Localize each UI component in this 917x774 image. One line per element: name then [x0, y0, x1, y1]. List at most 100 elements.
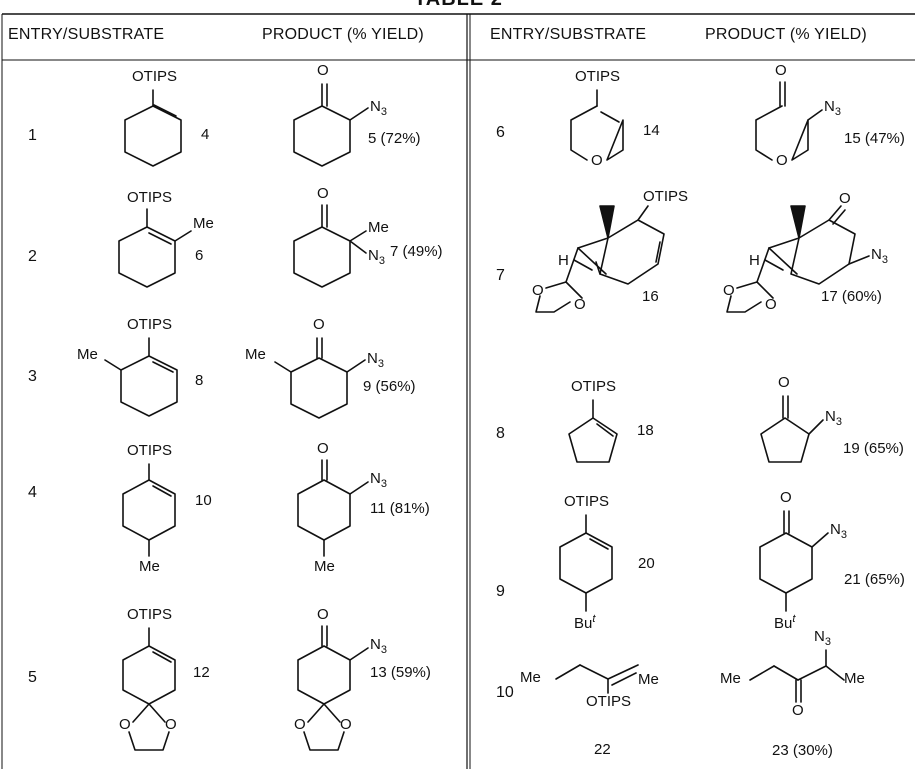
ketal-o-label: O — [119, 716, 131, 733]
ketal-o-label: O — [723, 282, 735, 299]
product-structure: N3 Me Me O 23 (30%) — [720, 624, 915, 769]
ketal-o-label: O — [574, 296, 586, 313]
methyl-label: Me — [245, 346, 266, 363]
carbonyl-o-label: O — [778, 374, 790, 391]
entry-number: 6 — [496, 124, 505, 141]
substrate-structure: Me Me OTIPS 22 — [520, 655, 710, 769]
tert-butyl-label: But — [574, 613, 596, 632]
product-label: 19 (65%) — [843, 440, 904, 457]
compound-number: 18 — [637, 422, 654, 439]
product-label: 15 (47%) — [844, 130, 905, 147]
otips-label: OTIPS — [132, 68, 178, 85]
compound-number: 8 — [195, 372, 204, 389]
substrate-structure: OTIPS O 14 — [545, 66, 685, 176]
entry-number: 3 — [28, 368, 37, 385]
entry-number: 2 — [28, 248, 37, 265]
entry-number: 1 — [28, 127, 37, 144]
ketal-o-label: O — [765, 296, 777, 313]
product-label: 23 (30%) — [772, 742, 833, 759]
product-label: 17 (60%) — [821, 288, 882, 305]
product-label: 11 (81%) — [370, 500, 430, 517]
azide-label: N3 — [825, 408, 842, 428]
azide-label: N3 — [814, 628, 831, 648]
product-structure: O N3 21 (65%) But — [740, 485, 915, 645]
substrate-structure: OTIPS 12 O O — [105, 604, 225, 769]
azide-label: N3 — [370, 636, 387, 656]
header-product-yield-right: PRODUCT (% YIELD) — [705, 26, 867, 43]
otips-label: OTIPS — [564, 493, 610, 510]
tert-butyl-label: But — [774, 613, 796, 632]
methyl-label: Me — [368, 219, 389, 236]
product-structure: O N3 13 (59%) O O — [280, 604, 460, 769]
methyl-label: Me — [314, 558, 335, 575]
methyl-label: Me — [520, 669, 541, 686]
otips-label: OTIPS — [127, 442, 173, 459]
entry-number: 9 — [496, 583, 505, 600]
hydrogen-label: H — [749, 252, 760, 269]
substrate-structure: OTIPS 4 — [105, 68, 225, 168]
azide-label: N3 — [370, 98, 387, 118]
substrate-structure: OTIPS 18 — [545, 376, 695, 476]
azide-label: N3 — [871, 246, 888, 266]
product-structure: O O N3 15 (47%) — [740, 60, 915, 178]
methyl-label: Me — [139, 558, 160, 575]
compound-number: 14 — [643, 122, 660, 139]
carbonyl-o-label: O — [780, 489, 792, 506]
entry-number: 7 — [496, 267, 505, 284]
carbonyl-o-label: O — [317, 606, 329, 623]
azide-label: N3 — [368, 247, 385, 267]
ring-o-label: O — [776, 152, 788, 169]
azide-label: N3 — [367, 350, 384, 370]
compound-number: 16 — [642, 288, 659, 305]
carbonyl-o-label: O — [317, 440, 329, 457]
compound-number: 12 — [193, 664, 210, 681]
product-label: 13 (59%) — [370, 664, 431, 681]
otips-label: OTIPS — [643, 188, 689, 205]
header-entry-substrate-left: ENTRY/SUBSTRATE — [8, 26, 165, 43]
entry-number: 10 — [496, 684, 514, 701]
carbonyl-o-label: O — [839, 190, 851, 207]
azide-label: N3 — [824, 98, 841, 118]
compound-number: 10 — [195, 492, 212, 509]
compound-number: 20 — [638, 555, 655, 572]
methyl-label: Me — [77, 346, 98, 363]
otips-label: OTIPS — [575, 68, 621, 85]
methyl-label: Me — [193, 215, 214, 232]
product-label: 5 (72%) — [368, 130, 421, 147]
carbonyl-o-label: O — [317, 185, 329, 202]
azide-label: N3 — [370, 470, 387, 490]
substrate-structure: OTIPS H O O 16 — [508, 178, 728, 318]
product-structure: O N3 19 (65%) — [745, 370, 915, 480]
substrate-structure: OTIPS Me 6 — [105, 185, 225, 295]
ketal-o-label: O — [165, 716, 177, 733]
carbonyl-o-label: O — [792, 702, 804, 719]
product-structure: O N3 5 (72%) — [280, 62, 450, 172]
azide-label: N3 — [830, 521, 847, 541]
otips-label: OTIPS — [571, 378, 617, 395]
methyl-label: Me — [844, 670, 865, 687]
ketal-o-label: O — [340, 716, 352, 733]
entry-number: 8 — [496, 425, 505, 442]
product-label: 9 (56%) — [363, 378, 416, 395]
product-structure: O N3 11 (81%) Me — [280, 440, 460, 580]
header-product-yield-left: PRODUCT (% YIELD) — [262, 26, 424, 43]
table-title: TABLE 2 — [0, 0, 917, 11]
product-structure: O Me N3 7 (49%) — [280, 185, 460, 295]
otips-label: OTIPS — [127, 189, 173, 206]
methyl-label: Me — [638, 671, 659, 688]
compound-number: 6 — [195, 247, 204, 264]
compound-number: 4 — [201, 126, 210, 143]
product-structure: O H N3 O O 17 (60%) — [715, 178, 915, 318]
substrate-structure: OTIPS Me 8 — [75, 316, 225, 426]
product-structure: O Me N3 9 (56%) — [245, 316, 445, 426]
compound-number: 22 — [594, 741, 611, 758]
carbonyl-o-label: O — [775, 62, 787, 79]
otips-label: OTIPS — [127, 606, 173, 623]
entry-number: 5 — [28, 669, 37, 686]
entry-number: 4 — [28, 484, 37, 501]
product-label: 7 (49%) — [390, 243, 443, 260]
ketal-o-label: O — [532, 282, 544, 299]
otips-label: OTIPS — [127, 316, 173, 333]
otips-label: OTIPS — [586, 693, 632, 710]
